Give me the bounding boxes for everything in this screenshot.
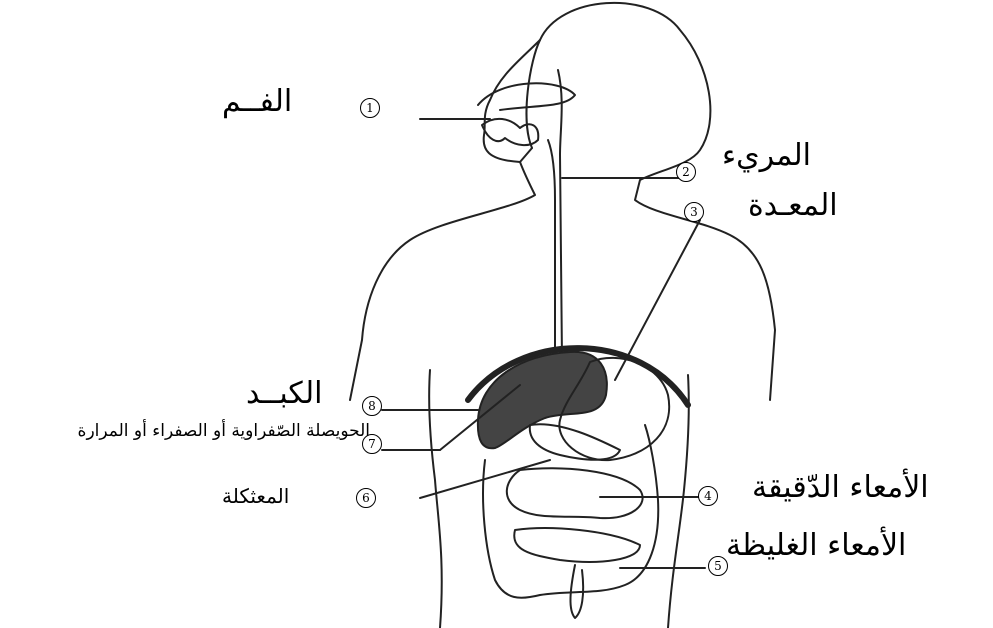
head-outline [527,3,775,400]
label-liver: الكبــد [246,376,322,411]
small-intestine-loops [507,468,643,562]
esophagus-tube-2 [548,140,555,360]
label-stomach: المعـدة [748,188,838,223]
number-badge-1: 1 [360,98,380,118]
esophagus-tube [558,70,562,360]
torso-right-outline [668,375,689,628]
label-pancreas: المعثكلة [222,484,289,508]
label-esophagus: المريء [722,138,811,173]
number-badge-5: 5 [708,556,728,576]
label-mouth: الفــم [222,84,292,119]
pancreas-shape [530,424,620,460]
number-badge-8: 8 [362,396,382,416]
number-badge-2: 2 [676,162,696,182]
label-gallbladder: الحويصلة الصّفراوية أو الصفراء أو المرار… [4,420,370,444]
number-badge-3: 3 [684,202,704,222]
torso-left-outline [429,370,442,628]
number-badge-4: 4 [698,486,718,506]
number-badge-6: 6 [356,488,376,508]
label-small-intestine: الأمعاء الدّقيقة [752,470,929,505]
label-large-intestine: الأمعاء الغليظة [726,528,906,563]
stomach-leader-line [615,220,700,380]
